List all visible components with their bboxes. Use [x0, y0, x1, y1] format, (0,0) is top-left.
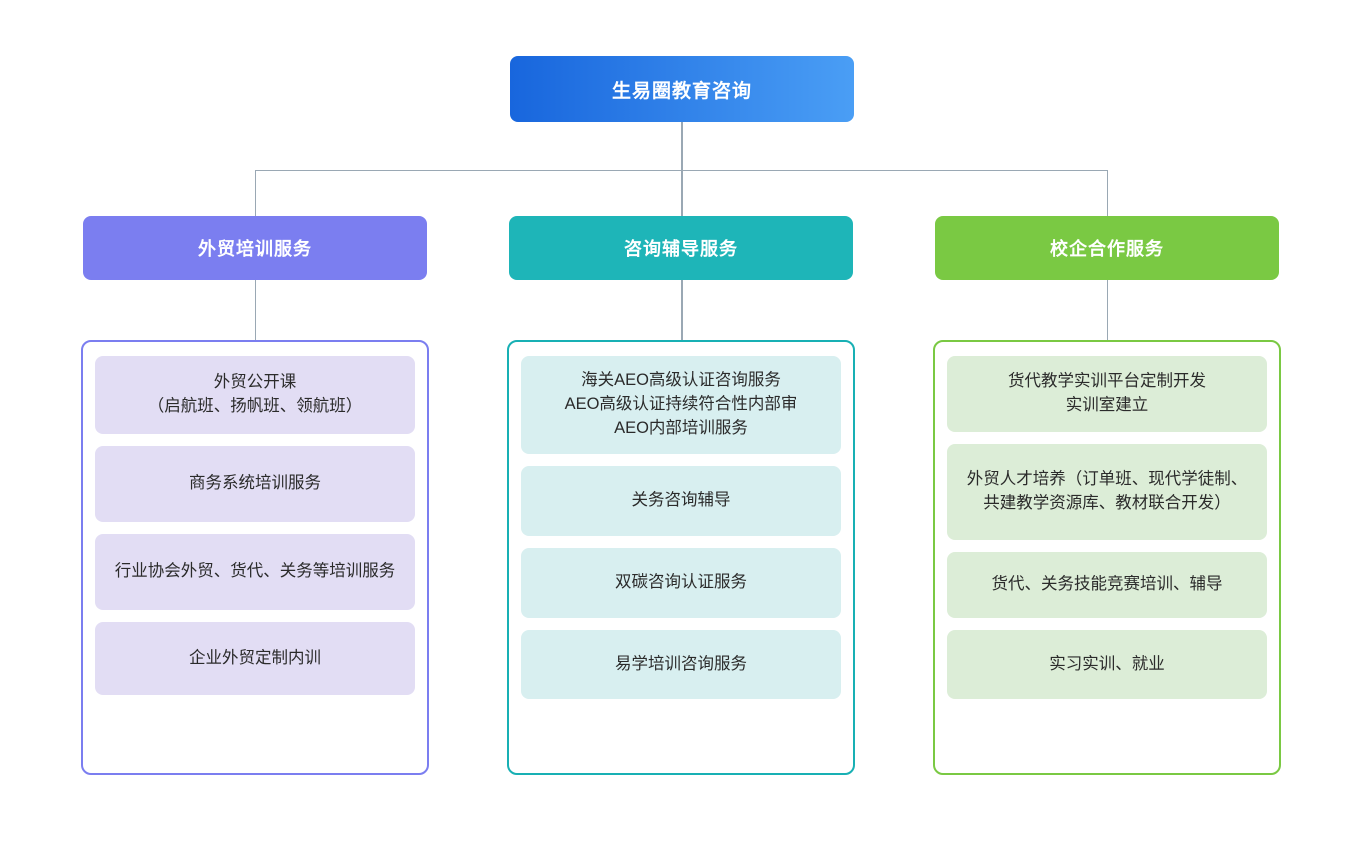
list-item[interactable]: 外贸公开课 （启航班、扬帆班、领航班） — [95, 356, 415, 434]
connector-branch-1-vertical — [681, 170, 683, 216]
list-item[interactable]: 企业外贸定制内训 — [95, 622, 415, 695]
branch-header-training-label: 外贸培训服务 — [198, 239, 312, 259]
list-item[interactable]: 外贸人才培养（订单班、现代学徒制、共建教学资源库、教材联合开发） — [947, 444, 1267, 540]
list-item[interactable]: 双碳咨询认证服务 — [521, 548, 841, 618]
branch-header-school-enterprise[interactable]: 校企合作服务 — [935, 216, 1279, 280]
connector-root-vertical — [681, 122, 683, 171]
branch-container-training: 外贸公开课 （启航班、扬帆班、领航班） 商务系统培训服务 行业协会外贸、货代、关… — [81, 340, 429, 775]
connector-branch-0-vertical — [255, 170, 257, 216]
branch-header-school-enterprise-label: 校企合作服务 — [1050, 239, 1164, 259]
list-item[interactable]: 易学培训咨询服务 — [521, 630, 841, 699]
root-node-label: 生易圈教育咨询 — [611, 80, 752, 102]
list-item[interactable]: 商务系统培训服务 — [95, 446, 415, 522]
list-item[interactable]: 货代教学实训平台定制开发 实训室建立 — [947, 356, 1267, 432]
list-item[interactable]: 实习实训、就业 — [947, 630, 1267, 699]
branch-container-school-enterprise: 货代教学实训平台定制开发 实训室建立 外贸人才培养（订单班、现代学徒制、共建教学… — [933, 340, 1281, 775]
branch-header-consulting[interactable]: 咨询辅导服务 — [509, 216, 853, 280]
root-node[interactable]: 生易圈教育咨询 — [510, 56, 854, 122]
connector-branch-2-to-box — [1107, 280, 1109, 340]
list-item[interactable]: 行业协会外贸、货代、关务等培训服务 — [95, 534, 415, 610]
list-item[interactable]: 关务咨询辅导 — [521, 466, 841, 536]
branch-header-training[interactable]: 外贸培训服务 — [83, 216, 427, 280]
connector-branch-0-to-box — [255, 280, 257, 340]
branch-container-consulting: 海关AEO高级认证咨询服务 AEO高级认证持续符合性内部审 AEO内部培训服务 … — [507, 340, 855, 775]
branch-header-consulting-label: 咨询辅导服务 — [624, 239, 738, 259]
connector-branch-2-vertical — [1107, 170, 1109, 216]
connector-branch-1-to-box — [681, 280, 683, 340]
list-item[interactable]: 海关AEO高级认证咨询服务 AEO高级认证持续符合性内部审 AEO内部培训服务 — [521, 356, 841, 454]
list-item[interactable]: 货代、关务技能竞赛培训、辅导 — [947, 552, 1267, 618]
